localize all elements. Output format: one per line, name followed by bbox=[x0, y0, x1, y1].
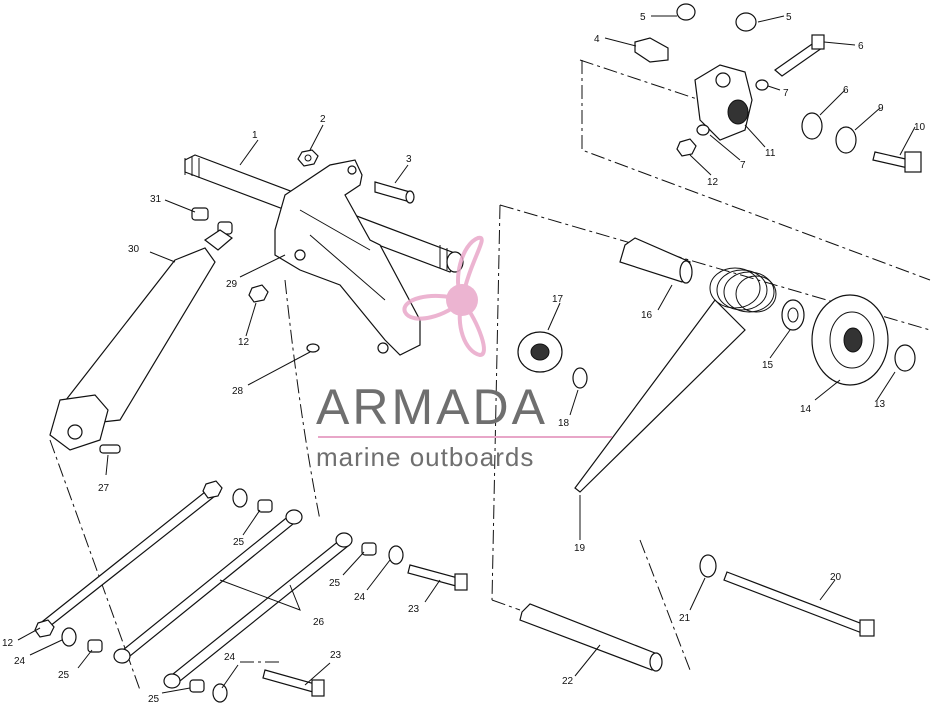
callout-16: 16 bbox=[641, 310, 653, 321]
callout-12b: 12 bbox=[238, 337, 250, 348]
callout-7b: 7 bbox=[740, 160, 746, 171]
callout-24c: 24 bbox=[224, 652, 236, 663]
callout-11: 11 bbox=[765, 148, 776, 159]
part-22-tube bbox=[519, 603, 663, 672]
callout-12a: 12 bbox=[707, 177, 719, 188]
part-24-washers bbox=[61, 488, 404, 703]
watermark: ARMADA marine outboards bbox=[316, 235, 612, 472]
callout-29: 29 bbox=[226, 279, 238, 290]
part-12-nut-upper bbox=[676, 138, 697, 157]
part-12-nut-left bbox=[248, 284, 269, 303]
callout-14: 14 bbox=[800, 404, 812, 415]
callout-24b: 24 bbox=[14, 656, 26, 667]
callout-9: 9 bbox=[878, 103, 884, 114]
part-31-bushing bbox=[191, 207, 233, 235]
part-15-washer bbox=[781, 299, 805, 331]
callout-7a: 7 bbox=[783, 88, 789, 99]
callout-30: 30 bbox=[128, 244, 140, 255]
callout-6a: 6 bbox=[858, 41, 864, 52]
callout-31: 31 bbox=[150, 194, 162, 205]
part-6-bolt bbox=[774, 34, 825, 77]
part-5-bushing-a bbox=[676, 3, 696, 21]
leader-lines bbox=[17, 15, 916, 694]
callout-15: 15 bbox=[762, 360, 774, 371]
callout-24a: 24 bbox=[354, 592, 366, 603]
callout-13: 13 bbox=[874, 399, 886, 410]
callout-17: 17 bbox=[552, 294, 564, 305]
callout-10: 10 bbox=[914, 122, 926, 133]
callout-28: 28 bbox=[232, 386, 244, 397]
callout-20: 20 bbox=[830, 572, 842, 583]
assembly-guide-lines bbox=[49, 59, 931, 691]
part-13-bushing bbox=[894, 344, 916, 372]
callout-2: 2 bbox=[320, 114, 326, 125]
callout-25c: 25 bbox=[58, 670, 70, 681]
callout-26: 26 bbox=[313, 617, 325, 628]
callout-labels: 1 2 3 4 5 5 6 6 7 7 9 10 11 12 12 12 13 … bbox=[2, 12, 926, 704]
callout-25d: 25 bbox=[148, 694, 160, 704]
part-20-bolt bbox=[723, 571, 875, 637]
watermark-tagline: marine outboards bbox=[316, 442, 534, 472]
propeller-logo-icon bbox=[402, 235, 486, 358]
part-30-shock-absorber bbox=[49, 229, 233, 451]
callout-27: 27 bbox=[98, 483, 110, 494]
part-3-pin bbox=[374, 181, 415, 204]
part-18-washer bbox=[572, 367, 588, 389]
callout-19: 19 bbox=[574, 543, 586, 554]
callout-3: 3 bbox=[406, 154, 412, 165]
watermark-brand: ARMADA bbox=[316, 379, 548, 435]
part-10-bolt bbox=[872, 151, 922, 173]
callout-23a: 23 bbox=[408, 604, 420, 615]
callout-18: 18 bbox=[558, 418, 570, 429]
part-28-washer bbox=[306, 343, 320, 353]
part-6-washer bbox=[801, 112, 823, 140]
part-2-nut bbox=[297, 149, 319, 167]
part-19-spring bbox=[574, 267, 777, 493]
part-21-washer bbox=[699, 554, 717, 578]
part-26-rods bbox=[37, 487, 353, 689]
part-14-wheel bbox=[811, 294, 889, 386]
part-9-washer bbox=[835, 126, 857, 154]
part-25-bushings bbox=[87, 499, 377, 693]
part-27-pin bbox=[99, 444, 121, 454]
part-7-washers bbox=[696, 79, 769, 136]
callout-25b: 25 bbox=[329, 578, 341, 589]
callout-5b: 5 bbox=[786, 12, 792, 23]
callout-4: 4 bbox=[594, 34, 600, 45]
part-5-bushing-b bbox=[735, 12, 757, 32]
callout-5a: 5 bbox=[640, 12, 646, 23]
part-4-spacer bbox=[634, 37, 669, 63]
part-11-arm bbox=[694, 64, 753, 141]
callout-6b: 6 bbox=[843, 85, 849, 96]
callout-21: 21 bbox=[679, 613, 691, 624]
callout-25a: 25 bbox=[233, 537, 245, 548]
part-17-hub bbox=[517, 331, 563, 373]
part-23-bolts bbox=[262, 564, 468, 697]
callout-22: 22 bbox=[562, 676, 574, 687]
part-12-nut-lower bbox=[34, 480, 223, 638]
callout-12c: 12 bbox=[2, 638, 14, 649]
callout-1: 1 bbox=[252, 130, 258, 141]
callout-23b: 23 bbox=[330, 650, 342, 661]
part-16-sleeve bbox=[619, 237, 693, 284]
